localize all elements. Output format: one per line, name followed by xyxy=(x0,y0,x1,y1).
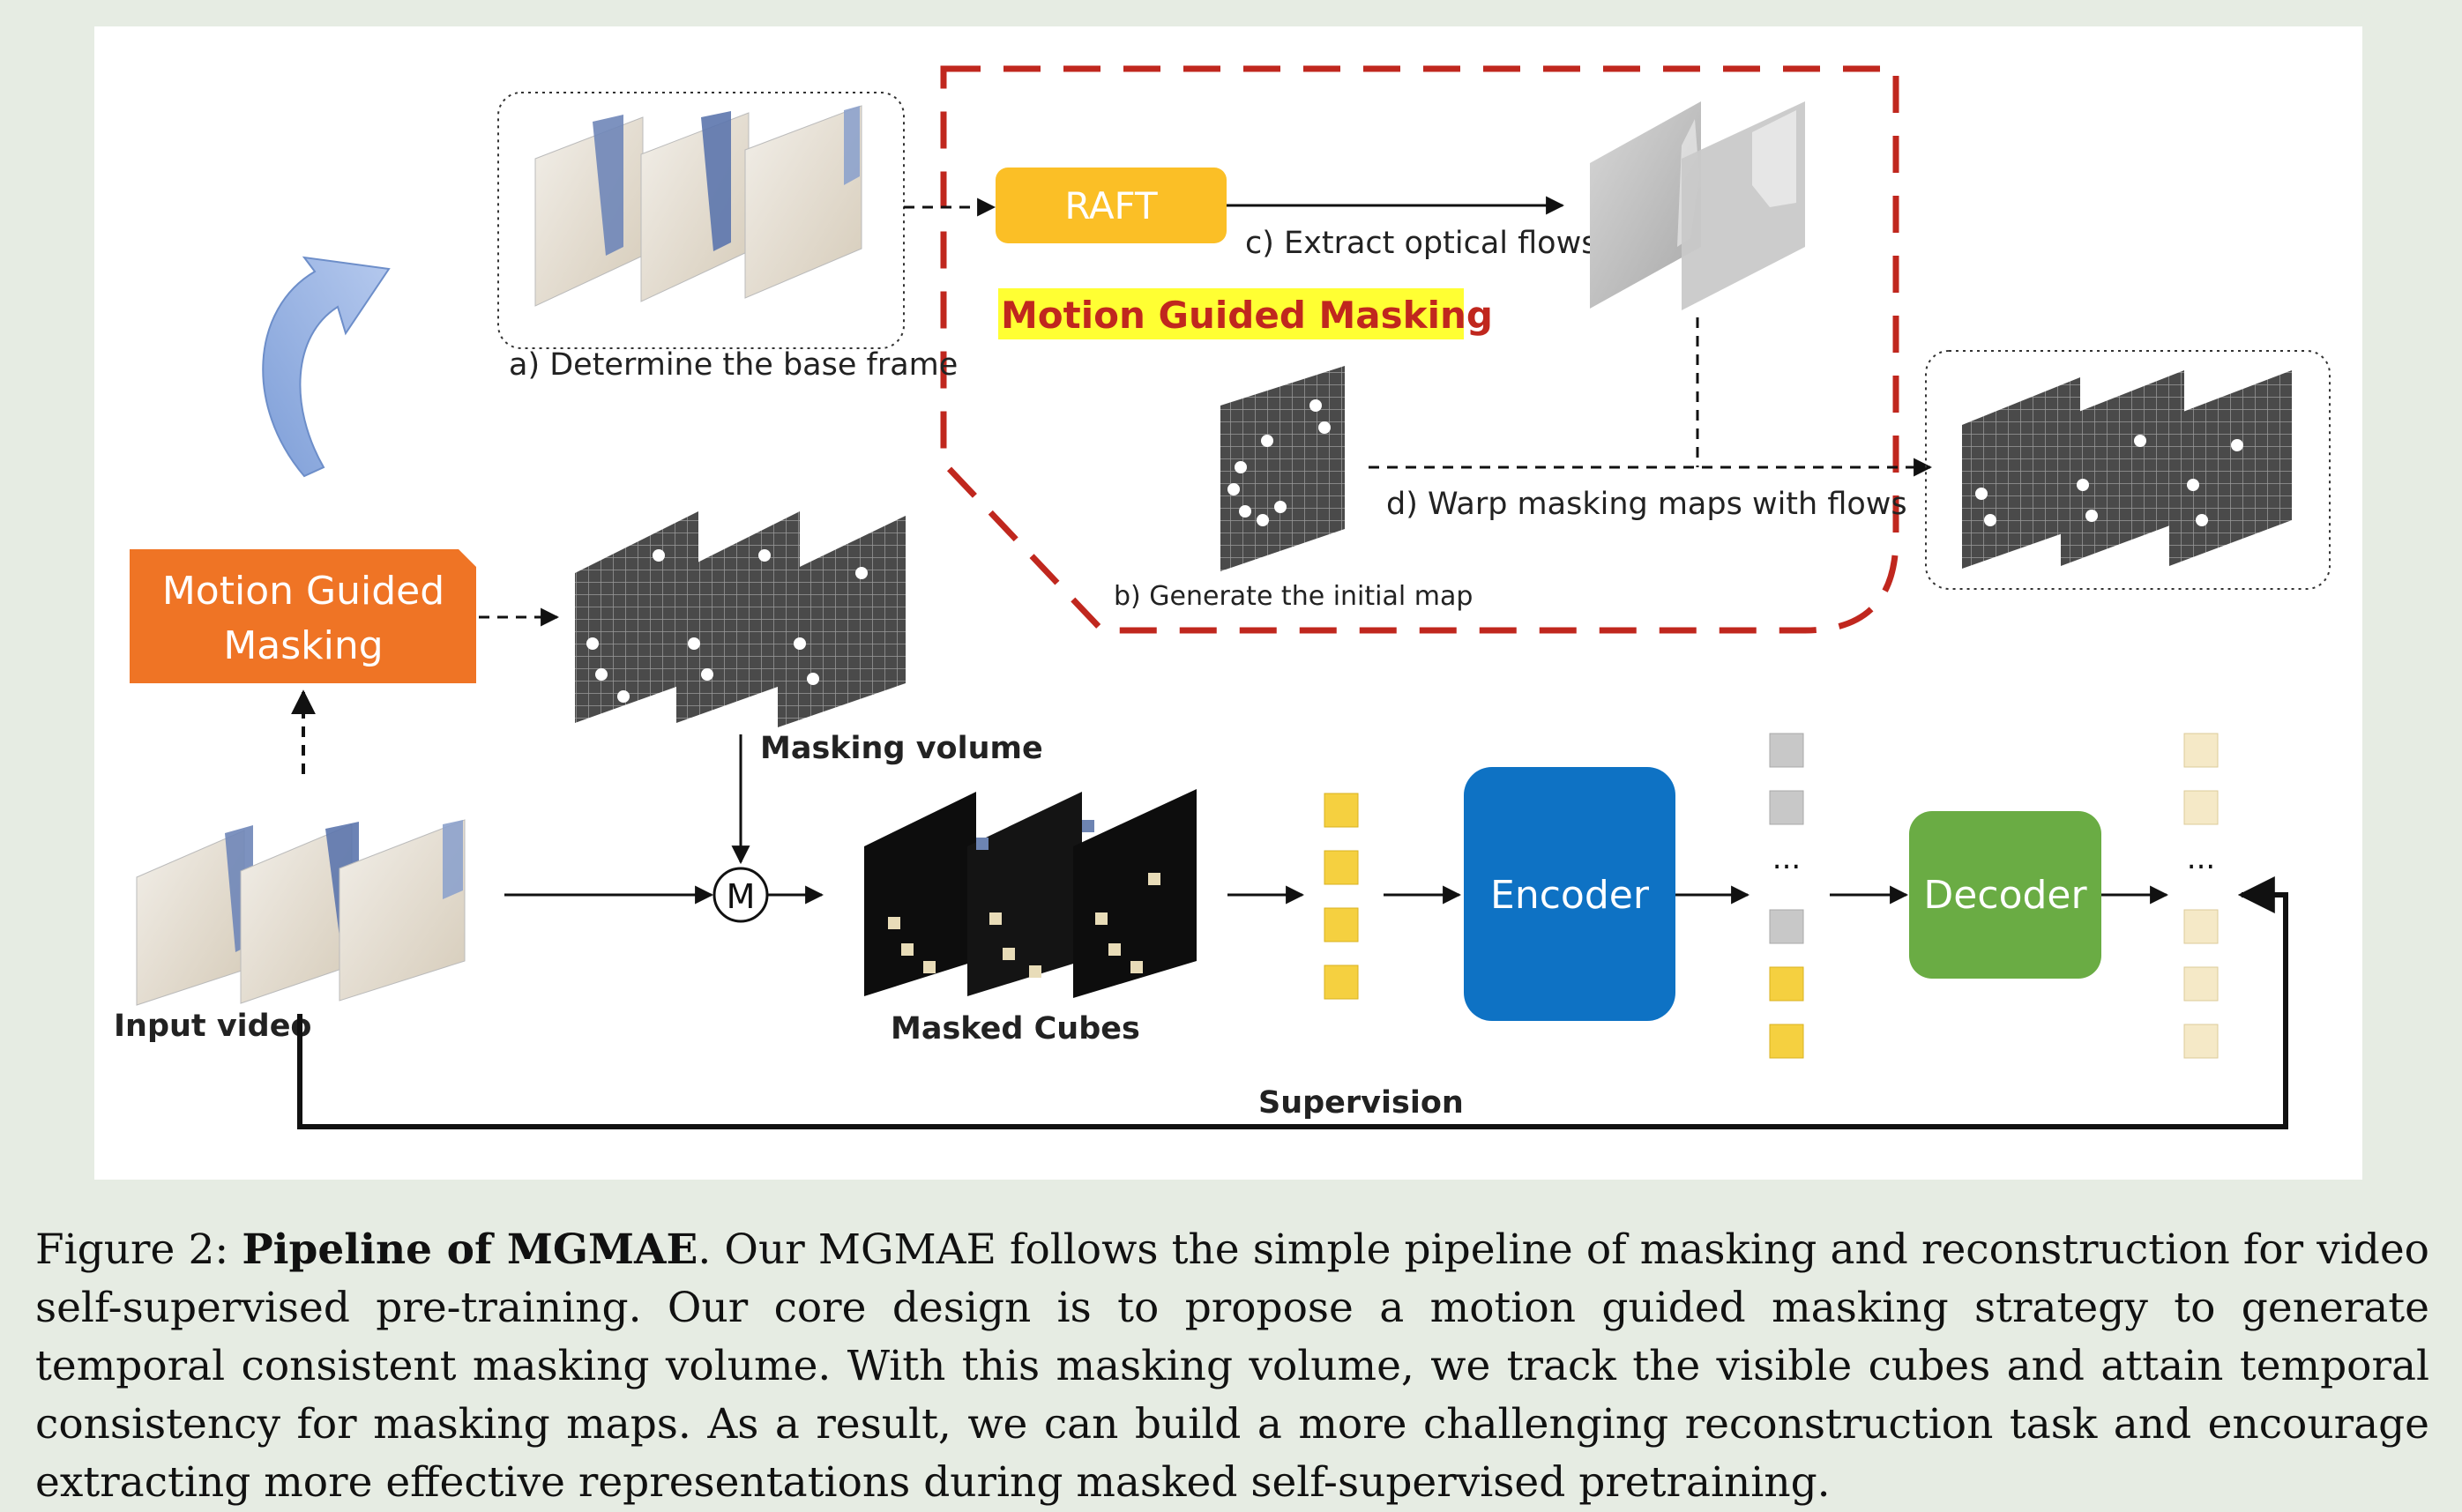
motion-region-border xyxy=(940,65,1899,634)
masking-volume xyxy=(575,511,906,727)
input-video-label: Input video xyxy=(114,1009,311,1044)
step-d-label: d) Warp masking maps with flows xyxy=(1386,487,1907,522)
output-tokens xyxy=(2183,733,2219,1059)
input-video xyxy=(136,819,466,1006)
visible-tokens xyxy=(1324,793,1359,1000)
curved-arrow xyxy=(262,256,391,478)
optical-flow-maps xyxy=(1590,101,1805,310)
caption-bold: Pipeline of MGMAE xyxy=(242,1225,698,1274)
motion-box-line2: Masking xyxy=(223,623,383,668)
mask-operator-label: M xyxy=(727,877,756,916)
warped-maps xyxy=(1962,370,2292,569)
raft-box xyxy=(996,168,1227,243)
figure-panel: Motion Guided Masking a) Determine the b… xyxy=(94,26,2362,1180)
supervision-label: Supervision xyxy=(1258,1085,1464,1121)
decoder-box xyxy=(1909,811,2101,979)
motion-region-title: Motion Guided Masking xyxy=(1001,294,1493,337)
ellipsis-decoder: ... xyxy=(2187,841,2215,876)
figure-caption: Figure 2: Pipeline of MGMAE. Our MGMAE f… xyxy=(35,1221,2429,1512)
step-a-label: a) Determine the base frame xyxy=(509,347,958,383)
motion-box-line1: Motion Guided xyxy=(162,569,444,614)
masking-volume-label: Masking volume xyxy=(760,731,1043,766)
ellipsis-encoder: ... xyxy=(1772,841,1801,876)
motion-title-highlight xyxy=(998,288,1464,339)
caption-prefix: Figure 2: xyxy=(35,1225,242,1274)
warped-maps-box xyxy=(1925,350,2331,590)
caption-text: . Our MGMAE follows the simple pipeline … xyxy=(35,1225,2429,1507)
raft-label: RAFT xyxy=(1064,184,1158,227)
step-b-label: b) Generate the initial map xyxy=(1114,581,1473,612)
encoder-label: Encoder xyxy=(1490,873,1650,918)
supervision-loop xyxy=(297,876,2288,1129)
initial-map xyxy=(1220,366,1345,571)
step-c-label: c) Extract optical flows xyxy=(1245,226,1597,261)
masked-cubes-label: Masked Cubes xyxy=(891,1011,1140,1046)
latent-tokens xyxy=(1769,733,1804,1059)
decoder-label: Decoder xyxy=(1923,873,2087,918)
base-frame-video xyxy=(534,105,862,307)
motion-guided-masking-box xyxy=(130,549,476,683)
encoder-box xyxy=(1464,767,1675,1021)
pipeline-diagram: Motion Guided Masking a) Determine the b… xyxy=(114,65,2331,1129)
masked-cubes xyxy=(864,789,1197,998)
